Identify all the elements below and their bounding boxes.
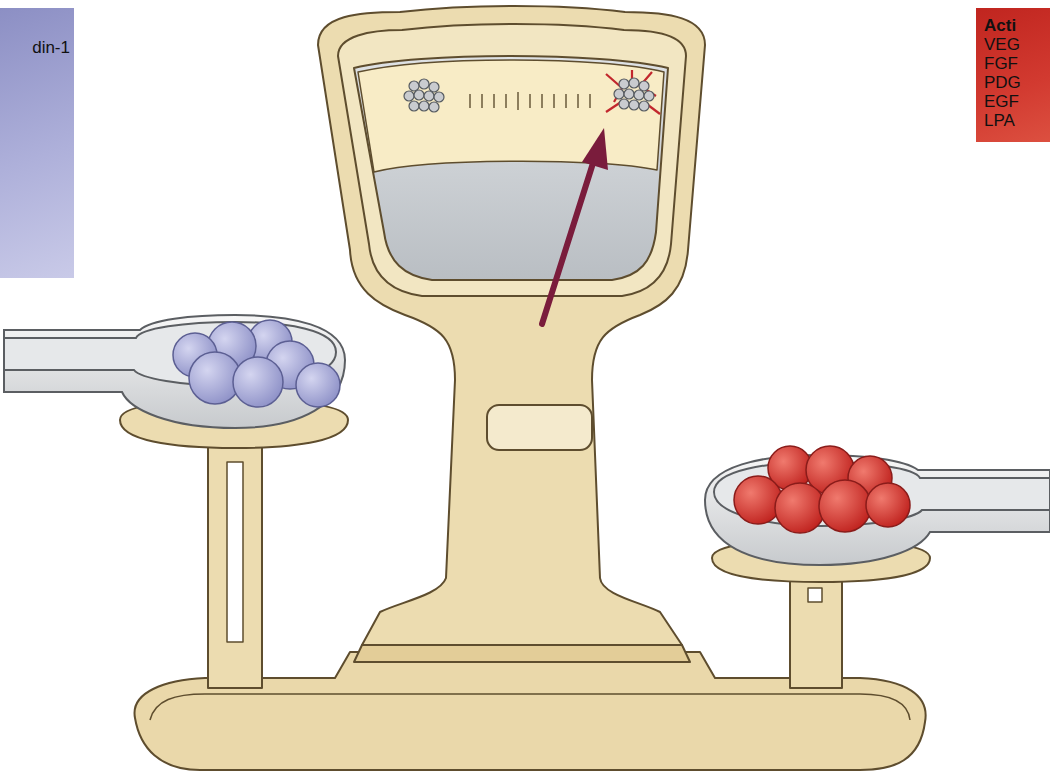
box-text: EGF [984,92,1046,111]
dial-face [358,60,664,172]
box-text: VEG [984,35,1046,54]
inhibitor-box: din-1 [0,8,74,278]
dial-ticks [470,92,590,110]
scale-body [318,6,705,645]
base-edge [150,694,910,720]
box-heading: Acti [984,16,1046,35]
box-text: LPA [984,111,1046,130]
dial-bezel [338,24,686,296]
tumor-cluster-dormant [404,79,444,112]
activator-box: ActiVEGFGFPDGEGFLPA [976,8,1050,142]
box-text: FGF [984,54,1046,73]
dial-needle [542,128,608,324]
body-window [487,405,592,450]
left-pan [4,315,348,448]
right-pan [705,455,1050,582]
left-post [208,430,262,688]
box-text: PDG [984,73,1046,92]
right-post-slot [808,588,822,602]
left-post-slot [227,462,243,642]
dial-window [354,56,668,280]
body-foot [354,645,690,662]
tumor-cluster-vascular [606,70,660,114]
right-pan-spheres [734,446,910,533]
left-pan-spheres [173,320,340,407]
box-text: din-1 [4,38,70,57]
